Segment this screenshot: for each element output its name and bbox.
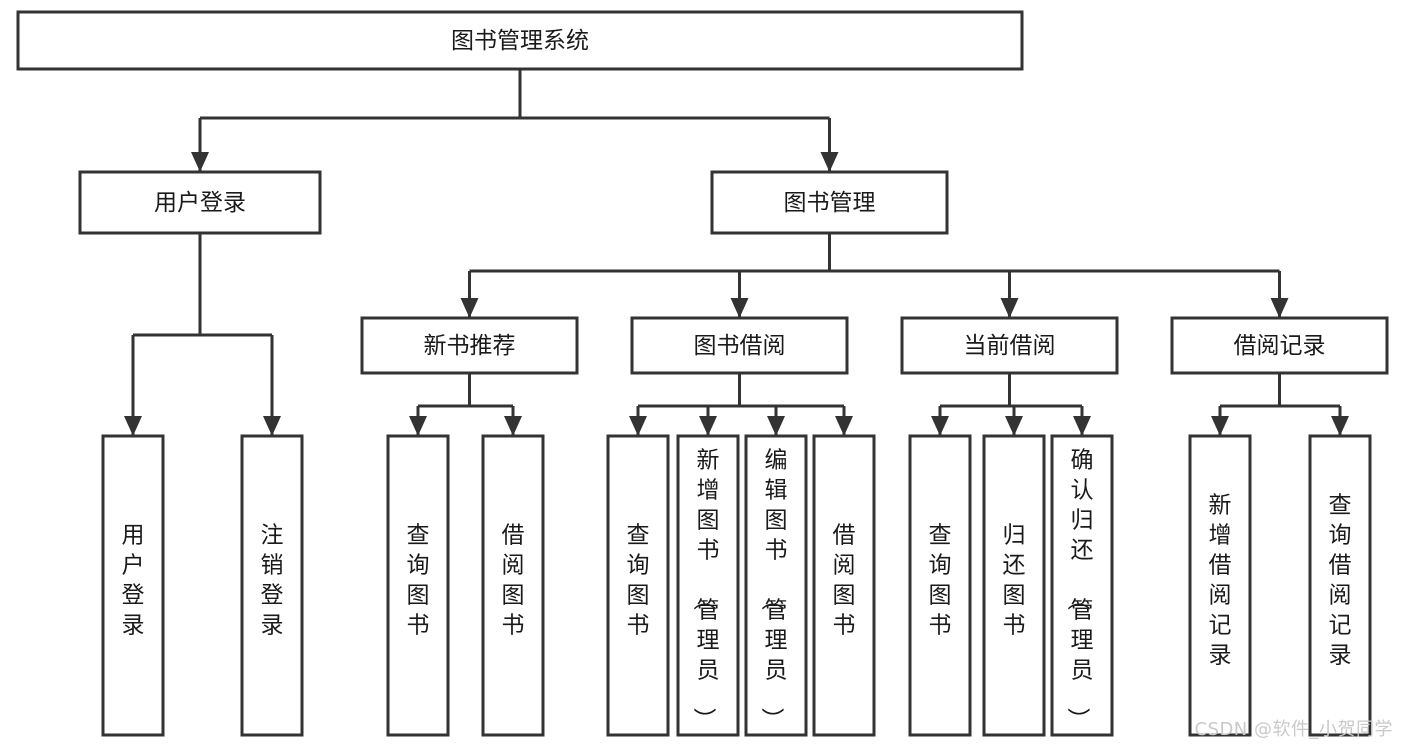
edge-group-from-borrow-record [1211,373,1349,436]
node-leaf-query-record[interactable]: 查询借阅记录 [1308,434,1372,737]
node-leaf-add-book-admin[interactable]: 新增图书（管理员） [676,434,740,737]
node-box-borrow-record [1170,316,1389,375]
node-leaf-borrow-book-1[interactable]: 借阅图书 [481,434,545,737]
node-box-new-book-recommend [360,316,579,375]
node-leaf-return-book[interactable]: 归还图书 [982,434,1046,737]
node-label-leaf-query-book-1: 查询图书 [407,523,430,639]
node-leaf-edit-book-admin[interactable]: 编辑图书（管理员） [744,434,808,737]
node-label-current-borrow: 当前借阅 [964,333,1056,359]
node-box-root [16,10,1024,71]
arrowhead-edge-borrow-leaf3 [767,416,785,436]
node-label-leaf-edit-book-admin: 编辑图书（管理员） [759,448,788,731]
edge-group-from-book-manage [460,233,1289,318]
node-label-leaf-add-book-admin: 新增图书（管理员） [691,448,720,731]
node-book-manage[interactable]: 图书管理 [710,170,949,235]
node-layer: 图书管理系统用户登录图书管理新书推荐图书借阅当前借阅借阅记录用户登录注销登录查询… [16,10,1389,737]
arrowhead-edge-current-leaf2 [1005,416,1023,436]
arrowhead-edge-newbook-leaf1 [409,416,427,436]
node-box-leaf-query-book-1 [386,434,450,737]
node-label-leaf-add-record: 新增借阅记录 [1209,493,1232,669]
node-box-leaf-confirm-return-admin [1050,434,1114,737]
node-box-leaf-add-record [1188,434,1252,737]
node-label-user-login: 用户登录 [154,190,246,216]
node-label-book-manage: 图书管理 [784,190,876,216]
edge-group-from-root [191,69,839,172]
node-box-leaf-add-book-admin [676,434,740,737]
node-leaf-user-login[interactable]: 用户登录 [101,434,165,737]
node-user-login[interactable]: 用户登录 [78,170,322,235]
arrowhead-edge-current-leaf3 [1073,416,1091,436]
node-current-borrow[interactable]: 当前借阅 [900,316,1119,375]
arrowhead-edge-bookmanage-borrow [730,298,749,318]
node-label-borrow-record: 借阅记录 [1234,333,1326,359]
node-new-book-recommend[interactable]: 新书推荐 [360,316,579,375]
arrowhead-edge-userlogin-leaf2 [263,416,281,436]
node-box-leaf-borrow-book-2 [812,434,876,737]
node-label-root: 图书管理系统 [451,28,589,54]
node-label-new-book-recommend: 新书推荐 [424,333,516,359]
node-leaf-user-logout[interactable]: 注销登录 [240,434,304,737]
node-label-leaf-query-book-2: 查询图书 [627,523,650,639]
node-label-book-borrow: 图书借阅 [694,333,786,359]
node-box-leaf-user-login [101,434,165,737]
node-book-borrow[interactable]: 图书借阅 [630,316,849,375]
edge-layer [124,69,1349,436]
node-label-leaf-user-logout: 注销登录 [261,523,284,639]
node-box-book-borrow [630,316,849,375]
arrowhead-edge-borrow-leaf1 [629,416,647,436]
arrowhead-edge-borrow-leaf2 [699,416,717,436]
arrowhead-edge-bookmanage-record [1270,298,1289,318]
node-borrow-record[interactable]: 借阅记录 [1170,316,1389,375]
node-root[interactable]: 图书管理系统 [16,10,1024,71]
arrowhead-edge-newbook-leaf2 [504,416,522,436]
arrowhead-edge-root-userlogin [191,152,209,172]
arrowhead-edge-record-leaf1 [1211,416,1229,436]
arrowhead-edge-record-leaf2 [1331,416,1349,436]
node-label-leaf-confirm-return-admin: 确认归还（管理员） [1065,448,1094,731]
arrowhead-edge-borrow-leaf4 [835,416,853,436]
edge-group-from-book-borrow [629,373,853,436]
arrowhead-edge-bookmanage-current [1000,298,1019,318]
node-box-leaf-query-book-2 [606,434,670,737]
arrowhead-edge-userlogin-leaf1 [124,416,142,436]
node-label-leaf-query-record: 查询借阅记录 [1329,493,1352,669]
node-label-leaf-query-book-3: 查询图书 [929,523,952,639]
node-box-user-login [78,170,322,235]
node-box-current-borrow [900,316,1119,375]
edge-group-from-new-book-recommend [409,373,522,436]
node-label-leaf-return-book: 归还图书 [1003,523,1026,639]
arrowhead-edge-current-leaf1 [931,416,949,436]
node-label-leaf-borrow-book-2: 借阅图书 [833,523,856,639]
node-leaf-borrow-book-2[interactable]: 借阅图书 [812,434,876,737]
edge-group-from-current-borrow [931,373,1091,436]
node-box-leaf-query-book-3 [908,434,972,737]
node-leaf-query-book-1[interactable]: 查询图书 [386,434,450,737]
node-box-leaf-edit-book-admin [744,434,808,737]
arrowhead-edge-root-bookmanage [820,152,839,172]
node-leaf-add-record[interactable]: 新增借阅记录 [1188,434,1252,737]
node-box-book-manage [710,170,949,235]
node-box-leaf-borrow-book-1 [481,434,545,737]
node-label-leaf-user-login: 用户登录 [122,523,145,639]
node-label-leaf-borrow-book-1: 借阅图书 [502,523,525,639]
node-leaf-query-book-3[interactable]: 查询图书 [908,434,972,737]
node-box-leaf-user-logout [240,434,304,737]
csdn-watermark: CSDN @软件_小贺同学 [1194,719,1393,740]
node-box-leaf-query-record [1308,434,1372,737]
node-box-leaf-return-book [982,434,1046,737]
arrowhead-edge-bookmanage-newbook [460,298,479,318]
node-leaf-confirm-return-admin[interactable]: 确认归还（管理员） [1050,434,1114,737]
edge-group-from-user-login [124,233,281,436]
node-leaf-query-book-2[interactable]: 查询图书 [606,434,670,737]
